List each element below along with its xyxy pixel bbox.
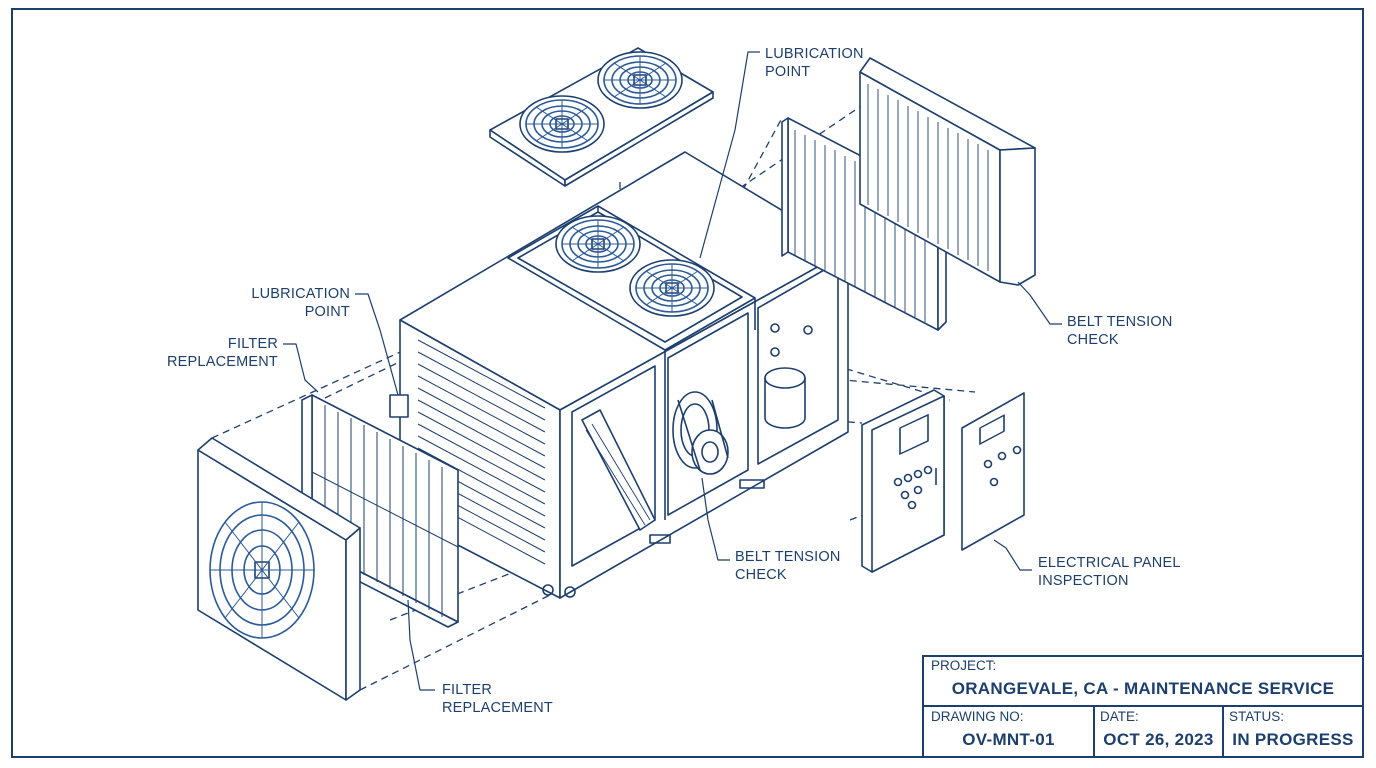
- callout-filter-replacement-bottom: FILTER REPLACEMENT: [442, 682, 553, 716]
- drawing-number-label: DRAWING NO:: [931, 709, 1024, 724]
- project-label: PROJECT:: [931, 658, 997, 673]
- fan-icon: [597, 51, 683, 109]
- electrical-panel-door: [961, 392, 1025, 551]
- compressor: [764, 323, 813, 429]
- callout-belt-tension-check-right: BELT TENSION CHECK: [1067, 314, 1173, 348]
- callout-filter-replacement-left: FILTER REPLACEMENT: [167, 336, 278, 370]
- top-fan-panel: [489, 47, 714, 187]
- title-block: [922, 655, 1364, 758]
- callout-lubrication-point-left: LUBRICATION POINT: [251, 286, 350, 320]
- fan-icon: [209, 501, 315, 639]
- callout-electrical-panel-inspection: ELECTRICAL PANEL INSPECTION: [1038, 555, 1181, 589]
- fan-icon: [519, 95, 605, 153]
- fan-icon: [629, 259, 715, 317]
- blower-belt-assembly: [672, 391, 729, 475]
- front-fan-panel: [197, 437, 361, 701]
- electrical-panel-box: [861, 389, 945, 573]
- callout-belt-tension-check-center: BELT TENSION CHECK: [735, 549, 841, 583]
- status-label: STATUS:: [1229, 709, 1285, 724]
- status-value: IN PROGRESS: [1232, 730, 1354, 749]
- date-value: OCT 26, 2023: [1103, 730, 1214, 749]
- condenser-coil-rear: [859, 57, 1036, 286]
- fan-icon: [555, 215, 641, 273]
- callout-lubrication-point-top: LUBRICATION POINT: [765, 46, 864, 80]
- main-unit: [389, 151, 849, 599]
- date-label: DATE:: [1100, 709, 1139, 724]
- leader-lines: [283, 51, 1062, 691]
- drawing-frame: [11, 8, 1364, 758]
- drawing-number-value: OV-MNT-01: [962, 730, 1055, 749]
- project-value: ORANGEVALE, CA - MAINTENANCE SERVICE: [951, 679, 1335, 698]
